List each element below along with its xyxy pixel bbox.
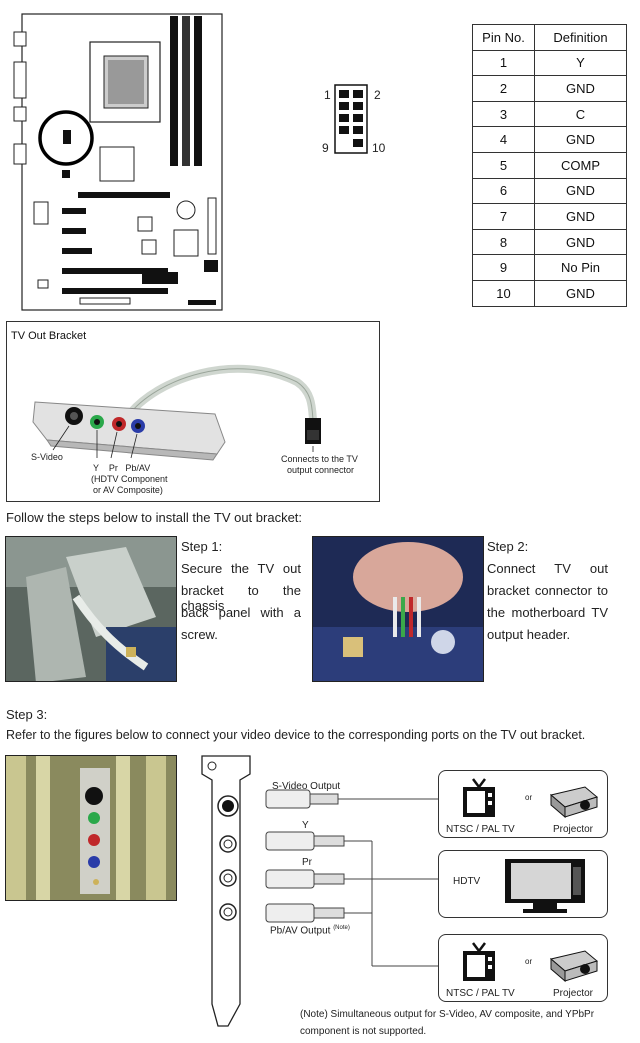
note-superscript: (Note) (333, 925, 350, 931)
step2-line-1: Connect TV out (487, 561, 608, 576)
pin-no: 1 (472, 49, 535, 77)
pr-label: Pr (302, 857, 312, 868)
pin-no: 6 (472, 177, 535, 205)
ports-sublabel-2: or AV Composite) (93, 485, 163, 495)
pin-definition: GND (534, 279, 627, 307)
projector-icon (549, 786, 599, 819)
step1-line-2: bracket to the chassis (181, 583, 301, 613)
step1-line-4: screw. (181, 627, 218, 642)
step1-line-1: Secure the TV out (181, 561, 301, 576)
pin-definition: GND (534, 203, 627, 230)
connector-label-1: Connects to the TV (281, 454, 358, 464)
tv-icon (463, 778, 495, 817)
projector-label-2: Projector (553, 988, 594, 999)
tv-projector-box-2: or NTSC / PAL TV Projector (438, 934, 608, 1002)
pbav-output-text: Pb/AV Output (270, 925, 331, 937)
step2-photo (312, 536, 484, 682)
step3-title: Step 3: (6, 707, 48, 722)
step3-photo (5, 755, 177, 901)
pin-no: 7 (472, 203, 535, 230)
pin-no: 5 (472, 151, 535, 179)
tv-out-header-diagram (334, 84, 368, 154)
svideo-output-label: S-Video Output (272, 781, 341, 792)
pin-definition: GND (534, 126, 627, 153)
projector-icon (549, 950, 599, 983)
tv-out-bracket-panel: TV Out Bracket S-Video Y Pr Pb/AV (HDTV … (6, 321, 380, 502)
pin-no: 2 (472, 75, 535, 102)
step1-line-3: back panel with a (181, 605, 301, 620)
pin-definition: GND (534, 177, 627, 205)
header-pin-no: Pin No. (472, 24, 535, 51)
connector-label-2: output connector (287, 465, 355, 475)
pbav-output-label: Pb/AV Output (Note) (270, 925, 350, 936)
bracket-illustration (32, 364, 321, 461)
ports-label: Y Pr Pb/AV (93, 463, 151, 473)
pin-definition: GND (534, 228, 627, 256)
pin-no: 3 (472, 100, 535, 128)
pin-no: 9 (472, 254, 535, 281)
tv-icon (463, 942, 495, 981)
note-line-2: component is not supported. (300, 1026, 427, 1037)
pin-label-2: 2 (374, 88, 381, 102)
hdtv-label: HDTV (453, 876, 481, 887)
step2-title: Step 2: (487, 539, 529, 554)
pin-no: 8 (472, 228, 535, 256)
hdtv-icon (505, 859, 585, 913)
pin-definition: COMP (534, 151, 627, 179)
header-definition: Definition (534, 24, 627, 51)
pin-definition: No Pin (534, 254, 627, 281)
step1-title: Step 1: (181, 539, 223, 554)
pin-definition: Y (534, 49, 627, 77)
bracket-front-view (201, 755, 251, 1027)
or-label-1: or (525, 793, 533, 802)
step2-line-3: the motherboard TV (487, 605, 608, 620)
step2-line-4: output header. (487, 627, 571, 642)
tv-label-2: NTSC / PAL TV (446, 988, 515, 999)
step2-line-2: bracket connector to (487, 583, 608, 598)
ports-sublabel-1: (HDTV Component (91, 474, 168, 484)
projector-label-1: Projector (553, 824, 594, 835)
y-label: Y (302, 820, 309, 831)
bracket-title: TV Out Bracket (11, 330, 87, 342)
note-line-1: (Note) Simultaneous output for S-Video, … (300, 1009, 595, 1020)
hdtv-box: HDTV (438, 850, 608, 918)
cable-connection-diagram (265, 789, 438, 967)
or-label-2: or (525, 957, 533, 966)
step3-text: Refer to the figures below to connect yo… (6, 728, 586, 742)
tv-label-1: NTSC / PAL TV (446, 824, 515, 835)
svideo-label: S-Video (31, 452, 63, 462)
pin-label-9: 9 (322, 141, 329, 155)
pin-no: 10 (472, 279, 535, 307)
pin-label-10: 10 (372, 141, 386, 155)
pin-definition: GND (534, 75, 627, 102)
pin-definition: C (534, 100, 627, 128)
step1-photo (5, 536, 177, 682)
pin-label-1: 1 (324, 88, 331, 102)
tv-projector-box-1: or NTSC / PAL TV Projector (438, 770, 608, 838)
motherboard-diagram (13, 13, 223, 311)
pin-no: 4 (472, 126, 535, 153)
table-header-row: Pin No. Definition (472, 24, 627, 51)
intro-text: Follow the steps below to install the TV… (6, 510, 303, 525)
